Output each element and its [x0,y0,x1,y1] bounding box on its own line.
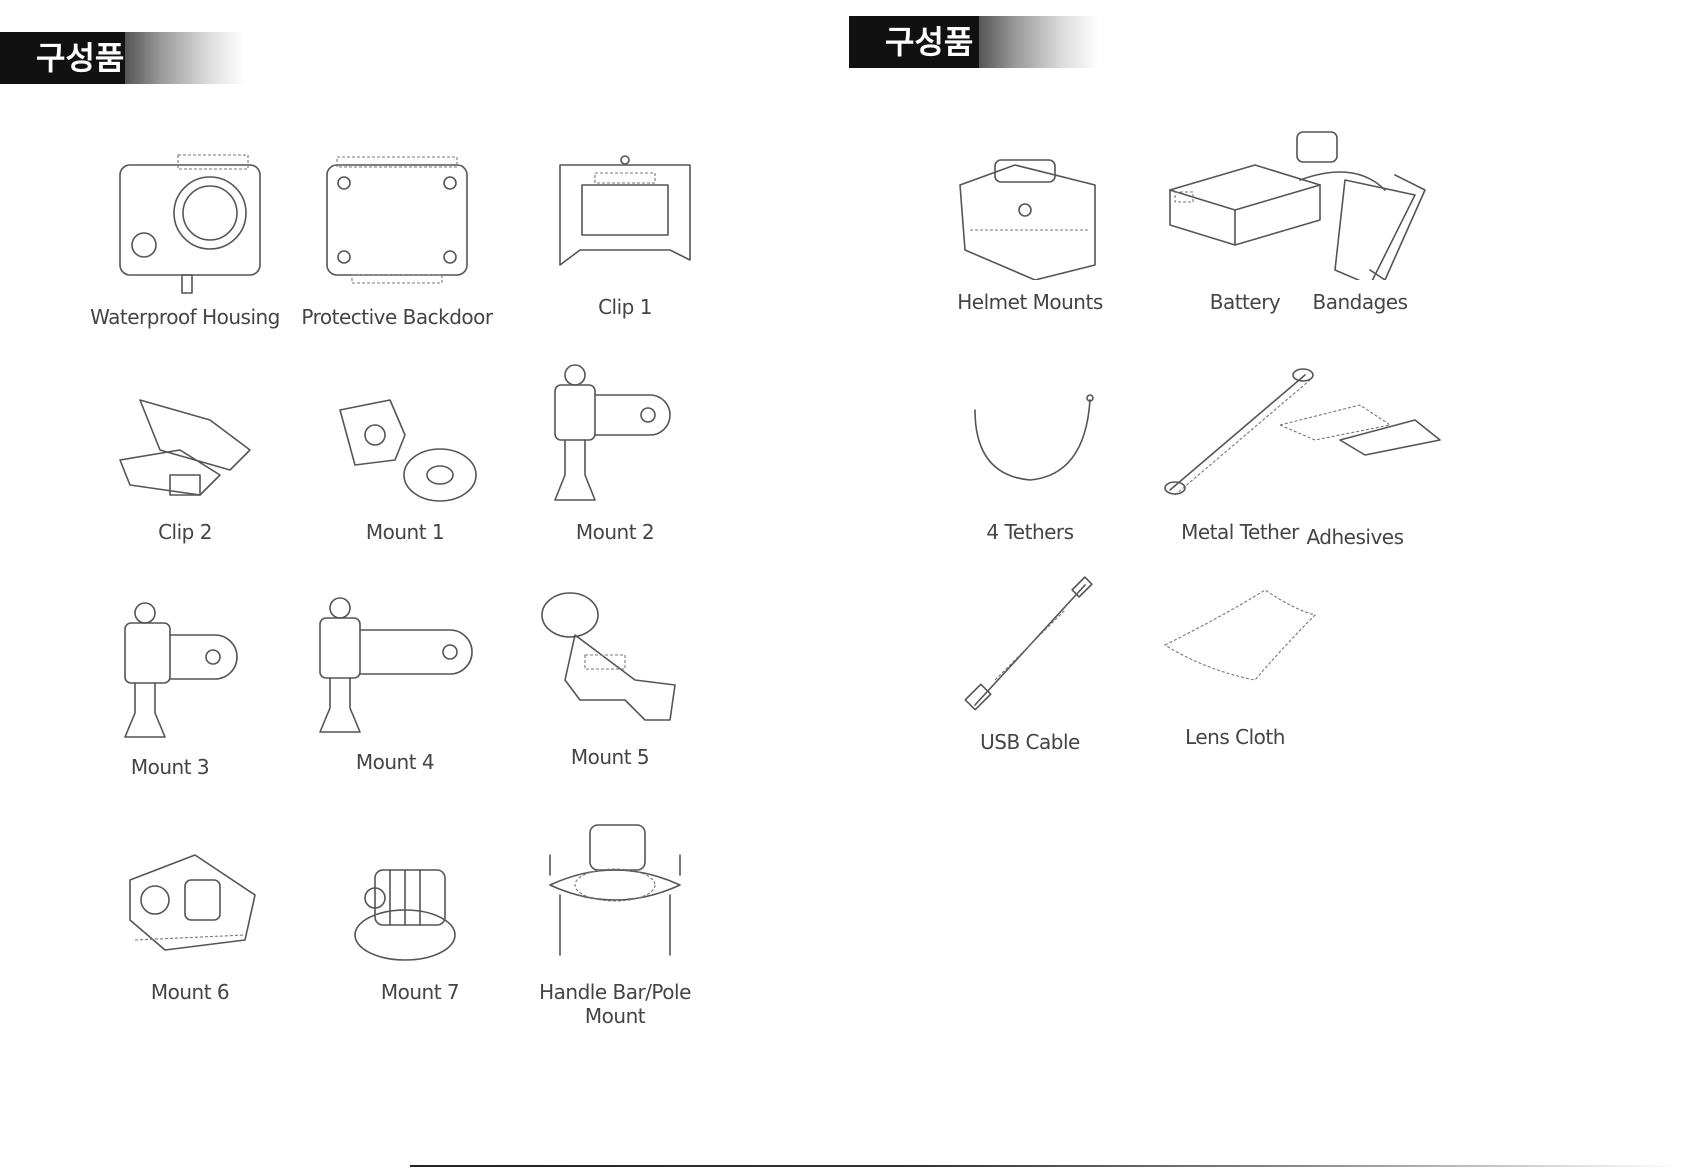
mount-7-icon [354,869,456,961]
item-metal-tether: Metal Tether [1135,360,1345,544]
item-label: Mount 4 [355,750,435,774]
item-label: Helmet Mounts [957,290,1103,314]
item-label: Bandages [1312,290,1408,314]
usb-cable-icon [964,576,1093,711]
waterproof-housing-icon [119,154,261,294]
lens-cloth-icon [1163,589,1317,681]
item-label: Handle Bar/Pole Mount [539,980,691,1028]
section-header: 구성품 [0,32,245,84]
item-4-tethers: 4 Tethers [925,380,1135,544]
item-helmet-mounts: Helmet Mounts [925,140,1135,314]
item-label: Mount 1 [365,520,445,544]
clip-2-icon [119,399,251,496]
mount-6-icon [129,854,256,951]
item-label: Lens Cloth [1185,725,1285,749]
item-label: Protective Backdoor [301,305,493,329]
clip-1-icon [559,155,691,266]
mount-5-icon [541,592,676,721]
item-adhesives: Adhesives [1250,395,1460,549]
section-header: 구성품 [849,16,1099,68]
helmet-mount-icon [959,159,1096,280]
item-label: Mount 7 [380,980,460,1004]
item-clip-2: Clip 2 [80,380,290,544]
item-mount-4: Mount 4 [290,590,500,774]
item-mount-5: Mount 5 [505,585,715,769]
item-label: Mount 2 [575,520,655,544]
item-clip-1: Clip 1 [520,145,730,319]
protective-backdoor-icon [326,156,468,284]
tether-icon [974,394,1094,481]
item-mount-3: Mount 3 [65,595,275,779]
mount-4-icon [319,597,473,733]
mount-2-icon [554,364,671,501]
item-battery: Battery [1140,150,1350,314]
handlebar-mount-icon [549,824,681,956]
adhesives-icon [1278,404,1441,456]
item-label: Mount 3 [130,755,210,779]
item-label: USB Cable [980,730,1080,754]
bottom-rule [410,1165,1680,1167]
item-usb-cable: USB Cable [925,570,1135,754]
item-protective-backdoor: Protective Backdoor [292,145,502,329]
bandages-icon [1296,131,1426,280]
item-handlebar-mount: Handle Bar/Pole Mount [510,815,720,1028]
item-label: Metal Tether [1181,520,1299,544]
item-mount-6: Mount 6 [85,840,295,1004]
item-label: Waterproof Housing [90,305,280,329]
item-label: Battery [1209,290,1281,314]
right-page: 구성품 Helmet Mounts Battery Bandages [845,0,1690,1173]
item-waterproof-housing: Waterproof Housing [80,145,290,329]
item-mount-1: Mount 1 [300,380,510,544]
item-label: 4 Tethers [986,520,1074,544]
item-mount-2: Mount 2 [510,355,720,544]
metal-tether-icon [1164,368,1314,496]
item-label: Clip 2 [158,520,212,544]
item-lens-cloth: Lens Cloth [1130,575,1340,749]
item-bandages: Bandages [1255,120,1465,314]
item-label: Adhesives [1306,525,1404,549]
mount-1-icon [339,399,477,502]
left-page: 구성품 Waterproof Housing Protective Backdo… [0,32,730,1028]
item-label: Clip 1 [598,295,652,319]
item-label: Mount 5 [570,745,650,769]
item-mount-7: Mount 7 [315,840,525,1004]
mount-3-icon [124,602,238,738]
battery-icon [1169,164,1321,246]
item-label: Mount 6 [150,980,230,1004]
